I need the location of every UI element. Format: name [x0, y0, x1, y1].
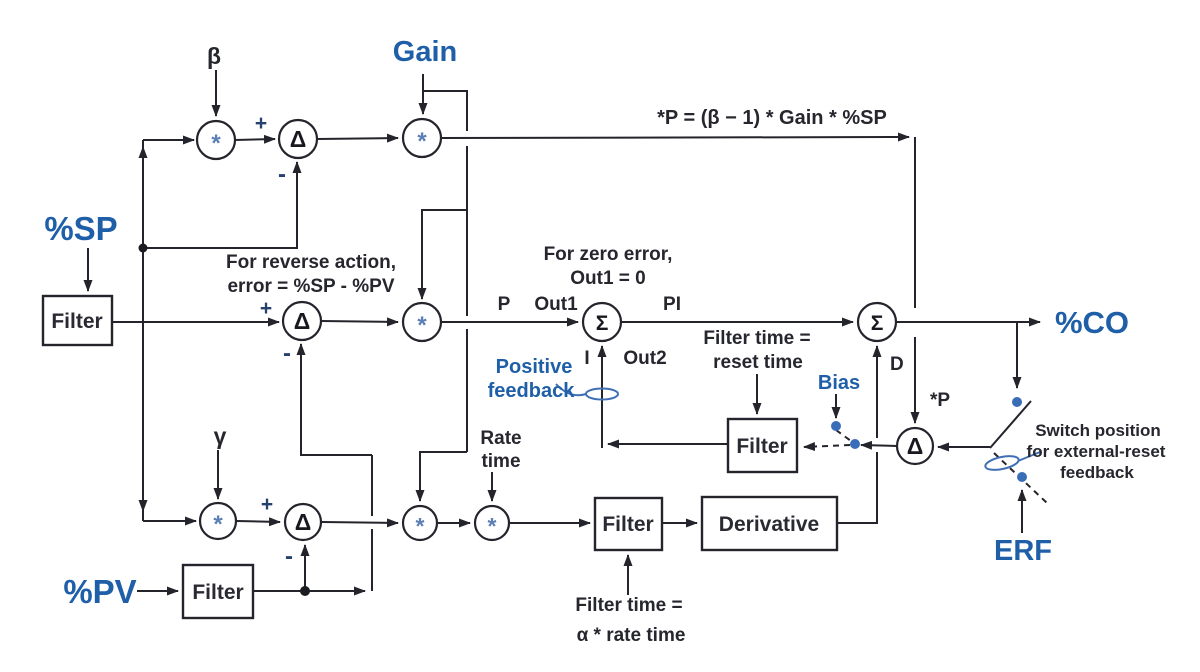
rate-time-label-line1: Rate: [480, 428, 521, 449]
top-delta-node: Δ: [277, 118, 319, 160]
beta-label: β: [207, 43, 221, 69]
derivative-label: Derivative: [719, 513, 819, 536]
error-delta-node: Δ: [281, 300, 323, 342]
ratetime-multiplier-node: *: [473, 504, 511, 542]
sp-filter-box: Filter: [41, 294, 114, 347]
rate-multiplier-node: *: [401, 504, 439, 542]
positive-feedback-pointer: [555, 383, 587, 397]
top-delta-symbol: Δ: [290, 126, 307, 152]
gain-multiplier-top-node: *: [401, 117, 443, 159]
pi-sum-node: Σ: [581, 301, 623, 343]
pi-signal-label: PI: [663, 294, 681, 315]
zero-error-note-line2: Out1 = 0: [570, 268, 646, 289]
proportional-formula: *P = (β − 1) * Gain * %SP: [657, 107, 887, 129]
minus-sign-top: -: [278, 161, 286, 188]
p-signal-label: P: [498, 294, 511, 315]
d-signal-label: D: [890, 354, 904, 375]
switch-position-note-line2: for external-reset: [1027, 442, 1166, 461]
gamma-multiplier-node: *: [198, 501, 238, 541]
sp-filter-label: Filter: [51, 310, 102, 333]
beta-multiplier-node: *: [195, 119, 237, 161]
reset-delta-symbol: Δ: [907, 433, 924, 459]
reset-filter-note-line1: Filter time =: [703, 328, 810, 349]
reset-contact-dot: [850, 439, 860, 449]
positive-feedback-label-line2: feedback: [488, 380, 576, 402]
sp-junction-dot: [138, 243, 148, 253]
bias-contact-dot: [831, 421, 841, 431]
pv-filter-label: Filter: [192, 581, 243, 604]
rate-time-label-line2: time: [481, 451, 520, 472]
plus-sign-mid: +: [260, 297, 272, 320]
derivative-box: Derivative: [700, 495, 839, 552]
out2-signal-label: Out2: [623, 348, 666, 369]
derivative-filter-box: Filter: [593, 496, 664, 552]
minus-sign-mid: -: [283, 340, 291, 367]
reverse-action-note-line2: error = %SP - %PV: [227, 276, 394, 297]
ratetime-multiplier-symbol: *: [488, 513, 497, 539]
switch-loop-mark: [984, 455, 1020, 471]
co-contact-dot: [1012, 397, 1022, 407]
plus-sign-top: +: [255, 112, 267, 135]
reset-filter-note-line2: reset time: [713, 352, 803, 373]
gain-label: Gain: [393, 36, 457, 68]
bottom-delta-node: Δ: [283, 502, 323, 542]
starp-signal-label: *P: [930, 390, 950, 411]
erf-contact-dot: [1017, 472, 1027, 482]
reset-filter-box: Filter: [726, 417, 799, 474]
plus-sign-bottom: +: [261, 493, 273, 516]
erf-label: ERF: [994, 535, 1052, 567]
bottom-delta-symbol: Δ: [295, 509, 312, 535]
switch-position-note-line3: feedback: [1060, 463, 1134, 482]
pv-label: %PV: [63, 573, 136, 610]
pv-filter-box: Filter: [181, 563, 255, 620]
co-sum-symbol: Σ: [871, 312, 884, 335]
co-label: %CO: [1055, 305, 1129, 340]
rate-multiplier-symbol: *: [416, 513, 425, 539]
gamma-label: γ: [214, 423, 227, 449]
gain-multiplier-mid-symbol: *: [417, 312, 427, 339]
zero-error-note-line1: For zero error,: [544, 244, 673, 265]
switch-position-note-line1: Switch position: [1035, 421, 1161, 440]
gain-multiplier-top-symbol: *: [417, 128, 427, 155]
deriv-filter-note-line1: Filter time =: [575, 595, 682, 616]
sp-label: %SP: [44, 210, 117, 247]
minus-sign-bottom: -: [285, 543, 293, 570]
deriv-filter-note-line2: α * rate time: [577, 625, 686, 646]
bias-label: Bias: [818, 372, 860, 394]
positive-feedback-label-line1: Positive: [496, 356, 573, 378]
pv-junction-dot: [300, 586, 310, 596]
pi-sum-symbol: Σ: [596, 312, 609, 335]
i-signal-label: I: [584, 348, 589, 369]
co-sum-node: Σ: [856, 301, 898, 343]
switch-pointer: [1017, 451, 1041, 462]
error-delta-symbol: Δ: [294, 308, 311, 334]
gamma-multiplier-symbol: *: [213, 511, 223, 538]
out1-signal-label: Out1: [534, 294, 578, 315]
reset-delta-node: Δ: [895, 426, 935, 466]
gain-multiplier-mid-node: *: [401, 301, 443, 343]
reset-filter-label: Filter: [736, 435, 787, 458]
reverse-action-note-line1: For reverse action,: [226, 252, 396, 273]
beta-multiplier-symbol: *: [211, 130, 221, 157]
derivative-filter-label: Filter: [602, 513, 653, 536]
